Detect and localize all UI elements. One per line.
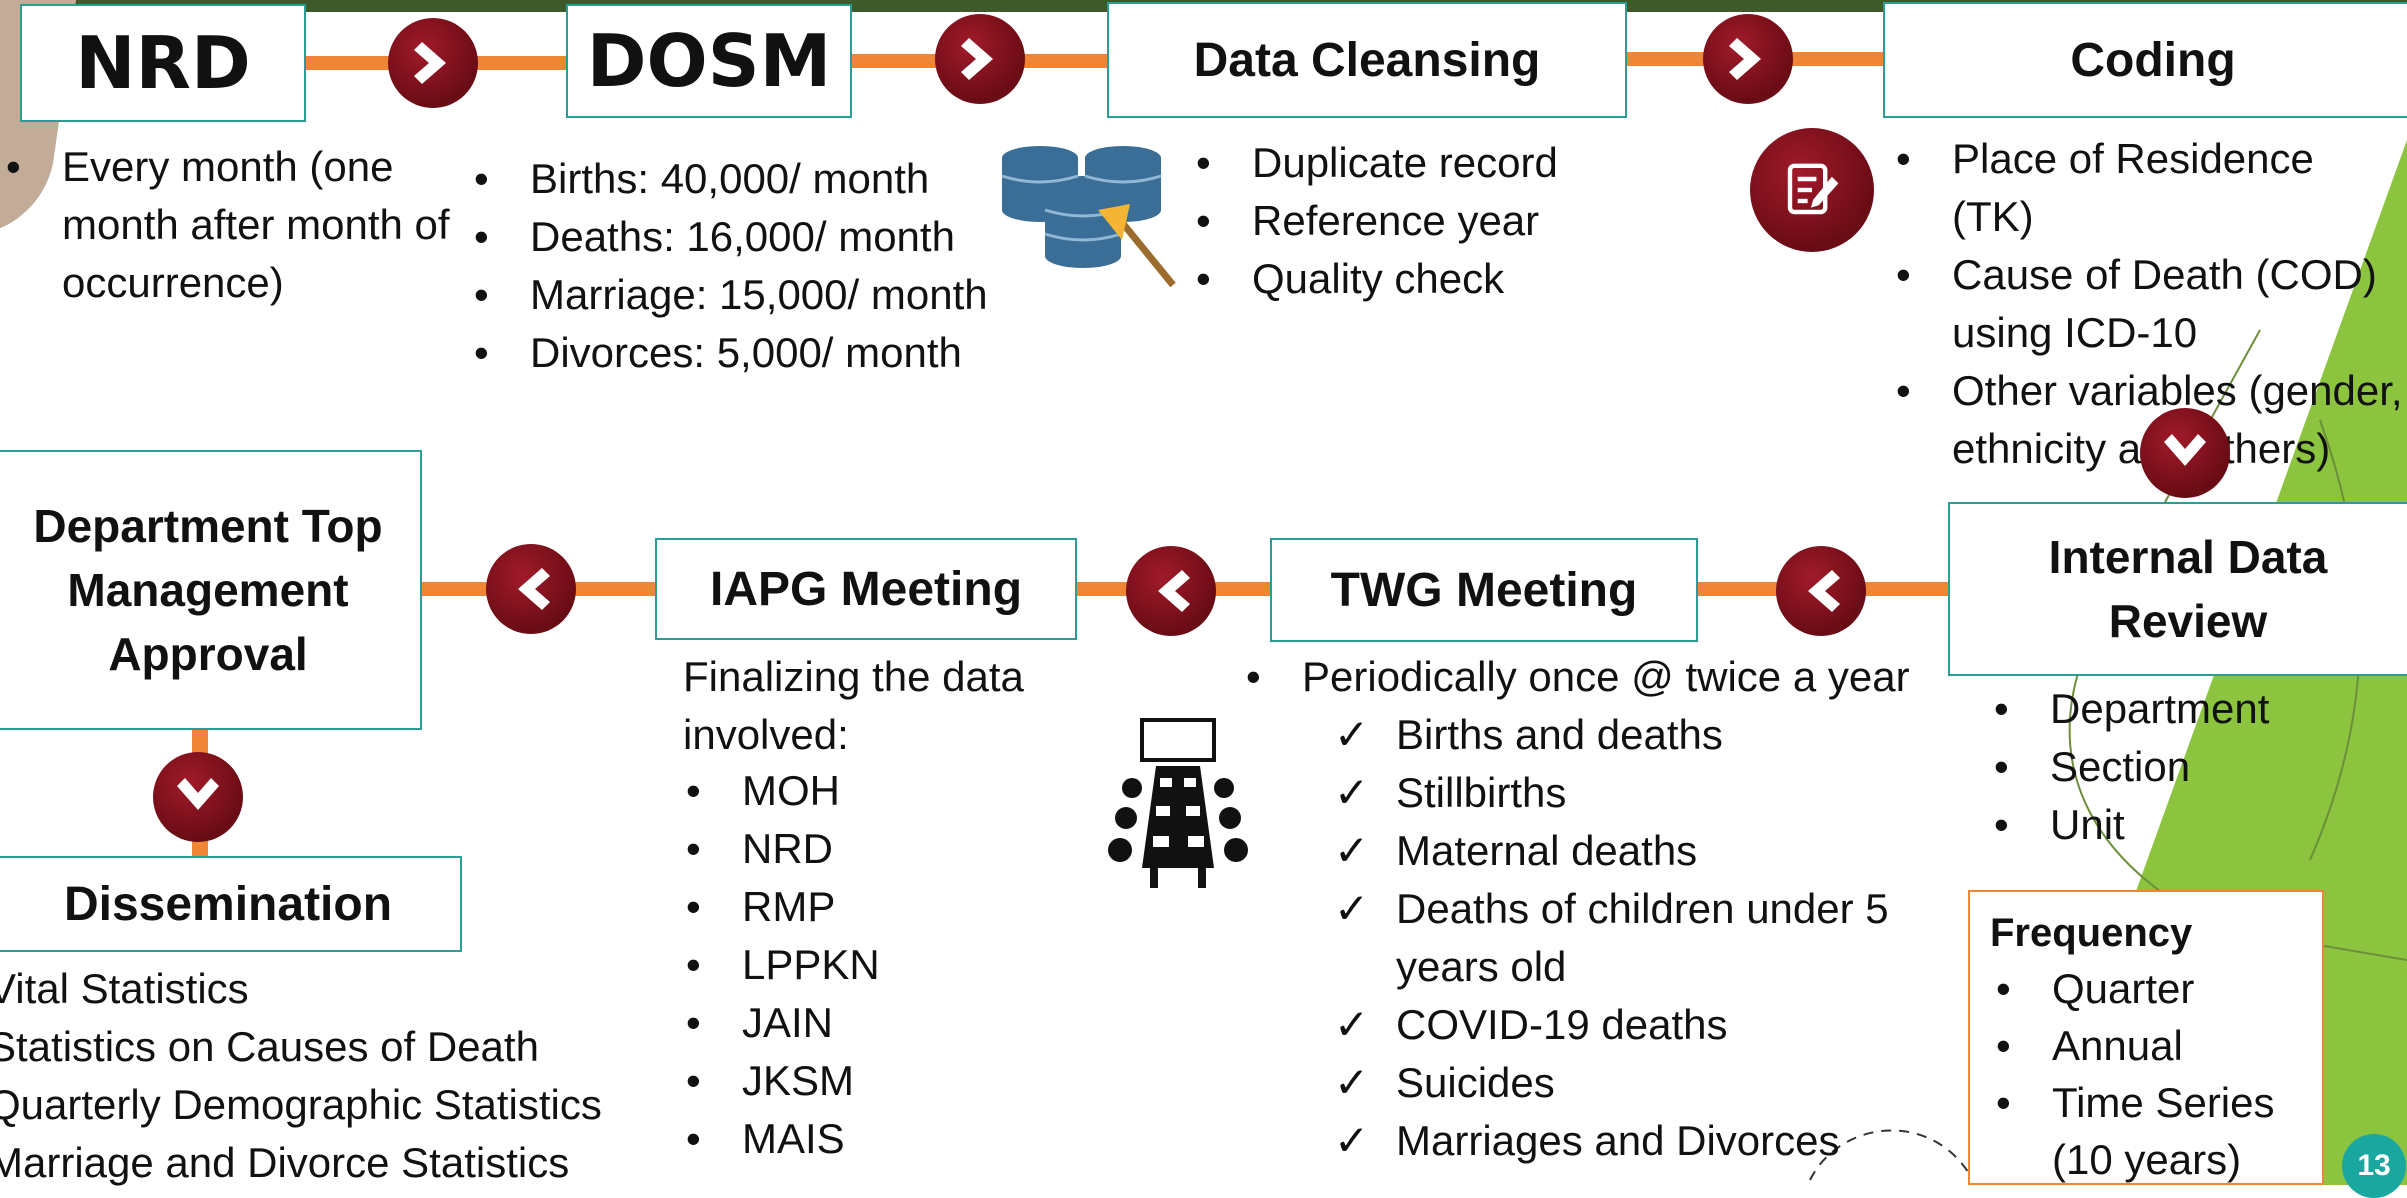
twg-check-item: Suicides (1334, 1054, 1954, 1112)
internal-review-item: Section (1988, 738, 2388, 796)
frequency-item: Annual (1990, 1017, 2302, 1074)
dissemination-box: Dissemination (0, 856, 462, 952)
data-cleansing-item: Duplicate record (1190, 134, 1650, 192)
iapg-meeting-title: IAPG Meeting (709, 562, 1023, 616)
iapg-item: LPPKN (680, 936, 1000, 994)
internal-review-title-line: Review (2108, 595, 2268, 647)
data-cleansing-title: Data Cleansing (1193, 33, 1541, 87)
frequency-item: Time Series (10 years) (1990, 1074, 2302, 1188)
data-cleansing-item: Reference year (1190, 192, 1650, 250)
coding-item: Cause of Death (COD) using ICD-10 (1890, 246, 2405, 362)
approval-box: Department Top Management Approval (0, 450, 422, 730)
meeting-table-icon (1108, 718, 1248, 888)
approval-title-line: Management (67, 564, 349, 616)
iapg-item: RMP (680, 878, 1000, 936)
twg-check-item: Marriages and Divorces (1334, 1112, 1954, 1170)
iapg-item: JKSM (680, 1052, 1000, 1110)
frequency-box: Frequency Quarter Annual Time Series (10… (1968, 890, 2324, 1185)
internal-review-title-line: Internal Data (2048, 531, 2328, 583)
chevron-left-icon (1776, 546, 1866, 636)
iapg-list: MOH NRD RMP LPPKN JAIN JKSM MAIS (680, 762, 1000, 1168)
data-cleansing-item: Quality check (1190, 250, 1650, 308)
iapg-item: MAIS (680, 1110, 1000, 1168)
internal-review-item: Unit (1988, 796, 2388, 854)
coding-item: Place of Residence (TK) (1890, 130, 2405, 246)
approval-title-line: Approval (108, 628, 308, 680)
dissemination-list: Vital Statistics Statistics on Causes of… (0, 960, 648, 1192)
frequency-item: Quarter (1990, 960, 2302, 1017)
chevron-left-icon (486, 544, 576, 634)
nrd-notes: Every month (one month after month of oc… (0, 138, 460, 312)
twg-meeting-title: TWG Meeting (1330, 563, 1638, 617)
twg-check-item: Stillbirths (1334, 764, 1954, 822)
dosm-item: Deaths: 16,000/ month (468, 208, 1048, 266)
iapg-item: JAIN (680, 994, 1000, 1052)
chevron-right-icon (935, 14, 1025, 104)
nrd-box: NRD (20, 4, 306, 122)
twg-check-list: Births and deaths Stillbirths Maternal d… (1334, 706, 1954, 1170)
approval-title-line: Department Top (33, 500, 383, 552)
dissemination-item: Quarterly Demographic Statistics (0, 1081, 602, 1128)
dosm-item: Marriage: 15,000/ month (468, 266, 1048, 324)
dosm-title: DOSM (586, 19, 832, 103)
iapg-intro: Finalizing the data involved: (683, 653, 1024, 758)
dissemination-title: Dissemination (63, 877, 393, 931)
chevron-left-icon (1126, 546, 1216, 636)
frequency-title: Frequency (1990, 911, 2193, 955)
chevron-down-icon (153, 752, 243, 842)
dissemination-item: Vital Statistics (0, 965, 249, 1012)
twg-check-item: COVID-19 deaths (1334, 996, 1954, 1054)
twg-check-item: Maternal deaths (1334, 822, 1954, 880)
twg-check-item: Births and deaths (1334, 706, 1954, 764)
page-number: 13 (2342, 1134, 2406, 1198)
coding-item: Other variables (gender, ethnicity and o… (1890, 362, 2405, 478)
coding-list: Place of Residence (TK) Cause of Death (… (1890, 130, 2405, 478)
edit-document-icon (1750, 128, 1874, 252)
dosm-list: Births: 40,000/ month Deaths: 16,000/ mo… (468, 150, 1048, 382)
dissemination-item: Statistics on Causes of Death (0, 1023, 539, 1070)
internal-review-box: Internal Data Review (1948, 502, 2407, 676)
internal-review-list: Department Section Unit (1988, 680, 2388, 854)
twg-check-item: Deaths of children under 5 years old (1334, 880, 1954, 996)
nrd-note: Every month (one month after month of oc… (0, 138, 460, 312)
iapg-meeting-box: IAPG Meeting (655, 538, 1077, 640)
dosm-box: DOSM (566, 4, 852, 118)
twg-meeting-box: TWG Meeting (1270, 538, 1698, 642)
dosm-item: Divorces: 5,000/ month (468, 324, 1048, 382)
data-cleansing-list: Duplicate record Reference year Quality … (1190, 134, 1650, 308)
dosm-item: Births: 40,000/ month (468, 150, 1048, 208)
data-cleansing-box: Data Cleansing (1107, 2, 1627, 118)
coding-box: Coding (1883, 2, 2407, 118)
twg-intro: Periodically once @ twice a year (1240, 648, 1940, 706)
nrd-title: NRD (75, 21, 251, 105)
iapg-item: NRD (680, 820, 1000, 878)
database-broom-icon (1001, 146, 1176, 288)
internal-review-item: Department (1988, 680, 2388, 738)
dissemination-item: Marriage and Divorce Statistics (0, 1139, 570, 1186)
chevron-right-icon (1703, 14, 1793, 104)
iapg-item: MOH (680, 762, 1000, 820)
chevron-right-icon (388, 18, 478, 108)
coding-title: Coding (2070, 33, 2236, 87)
chevron-down-icon (2140, 408, 2230, 498)
twg-intro-list: Periodically once @ twice a year (1240, 648, 1940, 706)
